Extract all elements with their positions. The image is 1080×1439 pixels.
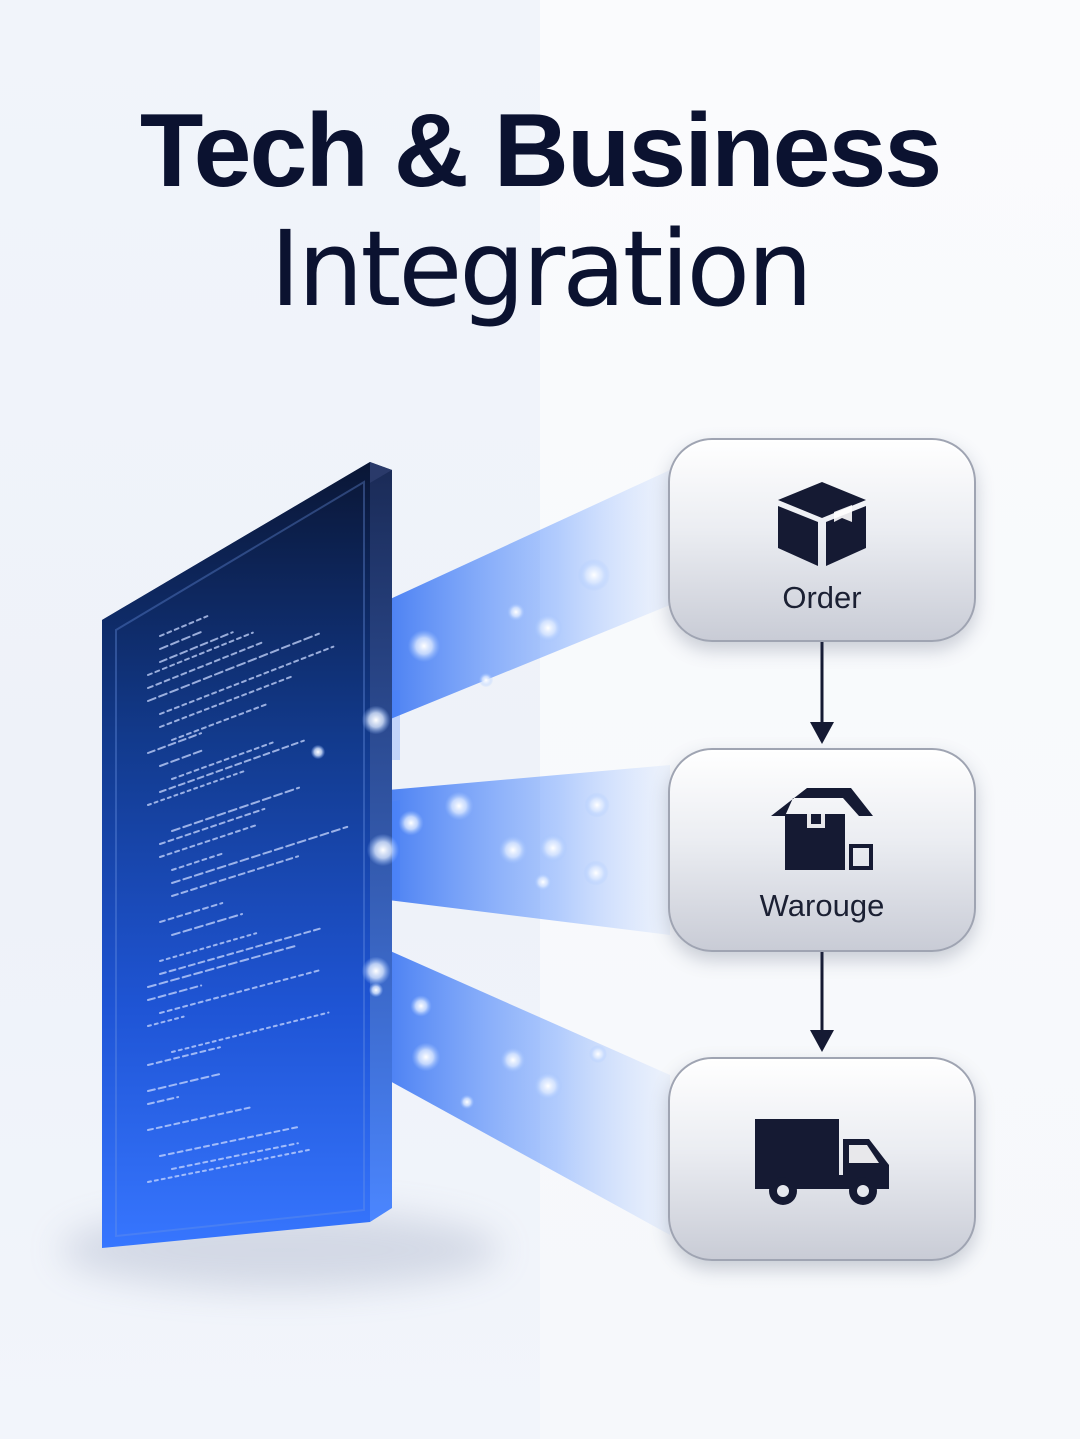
code-line [159, 631, 234, 663]
code-line [147, 1148, 312, 1183]
code-line [147, 631, 254, 676]
particle [538, 833, 568, 863]
particle [500, 1047, 526, 1073]
code-line [159, 749, 203, 767]
beam-to-warehouse [388, 765, 670, 935]
particle [498, 835, 528, 865]
warehouse-icon [771, 788, 873, 870]
beam-to-truck [388, 950, 670, 1235]
code-lines [147, 615, 349, 1183]
truck-icon [755, 1119, 889, 1205]
code-line [147, 769, 247, 806]
code-line [171, 1142, 299, 1170]
code-line [159, 927, 322, 975]
code-line [147, 1106, 251, 1131]
flow-arrow-2 [810, 952, 834, 1052]
code-line [159, 902, 224, 923]
code-line [171, 913, 244, 936]
code-line [159, 630, 203, 650]
code-line [171, 825, 349, 884]
code-line [159, 807, 266, 845]
flow-arrow-1 [810, 642, 834, 744]
code-line [159, 739, 305, 793]
code-line [147, 1072, 224, 1092]
particle [583, 860, 609, 886]
code-line [171, 741, 274, 780]
page-title: Tech & Business Integration [0, 92, 1080, 328]
code-line [147, 641, 264, 689]
particle [533, 1071, 563, 1101]
flow-step-label: Warouge [759, 888, 885, 923]
particle [398, 810, 424, 836]
code-line [147, 1015, 185, 1027]
particle [534, 873, 552, 891]
particle [589, 1045, 607, 1063]
code-device [102, 462, 392, 1248]
code-line [147, 984, 203, 1001]
code-line [147, 732, 203, 754]
particle [361, 956, 391, 986]
particle [310, 744, 326, 760]
particle [478, 672, 494, 688]
data-particles [310, 558, 611, 1110]
code-line [159, 932, 258, 962]
title-line-2: Integration [269, 208, 813, 330]
flow-step-delivery [668, 1057, 976, 1261]
flow-step-label: Order [782, 580, 862, 615]
code-line [159, 1125, 302, 1157]
particle [368, 982, 384, 998]
device-screen [102, 462, 370, 1248]
particle [533, 613, 563, 643]
flow-step-warehouse: Warouge [668, 748, 976, 952]
particle [407, 629, 441, 663]
particle [444, 791, 474, 821]
particle [584, 792, 610, 818]
code-line [159, 824, 257, 858]
code-line [171, 702, 270, 741]
beam-to-order [388, 470, 670, 720]
particle [410, 995, 432, 1017]
code-line [171, 852, 223, 871]
particle [507, 603, 525, 621]
code-line [147, 1096, 180, 1105]
title-line-1: Tech & Business [139, 93, 942, 209]
flow-step-order: Order [668, 438, 976, 642]
code-line [171, 855, 300, 897]
code-line [171, 786, 301, 832]
code-line [147, 632, 320, 702]
code-line [147, 1046, 221, 1066]
particle [577, 558, 611, 592]
code-line [159, 615, 209, 637]
particle [366, 833, 400, 867]
particle [361, 705, 391, 735]
particle [459, 1094, 475, 1110]
code-line [171, 1011, 330, 1053]
box-icon [778, 482, 866, 566]
code-line [147, 944, 298, 988]
particle [411, 1042, 441, 1072]
code-line [159, 675, 292, 728]
code-line [159, 645, 335, 715]
code-line [159, 969, 322, 1014]
